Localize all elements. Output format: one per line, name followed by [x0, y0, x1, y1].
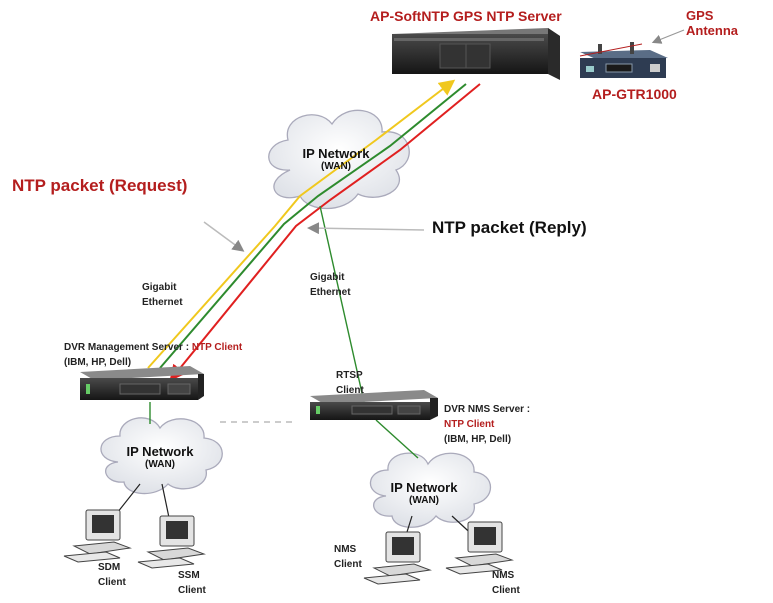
wan-left-name: IP Network: [126, 444, 194, 459]
wan-top-name: IP Network: [302, 146, 370, 161]
gigabit-left-line2: Ethernet: [142, 297, 183, 308]
receiver-label: AP-GTR1000: [592, 86, 677, 102]
wan-left-label: IP Network (WAN): [104, 444, 216, 470]
sdm-client-computer-icon: [63, 509, 132, 563]
ntp-flow-yellow: [147, 79, 456, 369]
ntp-flow-red: [169, 83, 481, 382]
ssm-client-computer-icon: [137, 515, 206, 569]
sdm-line2: Client: [98, 577, 126, 588]
request-pointer: [203, 221, 245, 252]
wan-left-cloud-icon: [100, 417, 223, 495]
nms-right-line2: Client: [492, 585, 520, 596]
gps-antenna-line2: Antenna: [686, 23, 738, 38]
dvr-management-server-icon: [80, 366, 204, 400]
wan-right-name: IP Network: [390, 480, 458, 495]
nms-right-line1: NMS: [492, 570, 515, 581]
nms-client-right-label: NMS Client: [492, 568, 520, 598]
dvr-mgmt-prefix: DVR Management Server :: [64, 342, 192, 353]
link-nms-to-right-cloud: [375, 419, 419, 459]
wan-top-sub: (WAN): [321, 161, 351, 172]
dvr-mgmt-role: NTP Client: [191, 342, 243, 353]
dvr-nms-server-icon: [310, 390, 438, 420]
gps-ntp-server-icon: [392, 28, 560, 80]
gps-receiver-icon: [579, 42, 668, 78]
ntp-reply-label: NTP packet (Reply): [432, 218, 587, 237]
gigabit-left-label: Gigabit Ethernet: [142, 280, 183, 310]
rtsp-label: RTSP Client: [336, 368, 364, 398]
gigabit-right-line2: Ethernet: [310, 287, 351, 298]
wan-right-sub: (WAN): [409, 495, 439, 506]
nms-left-line2: Client: [334, 559, 362, 570]
wan-top-label: IP Network (WAN): [280, 146, 392, 172]
nms-client-left-label: NMS Client: [334, 542, 362, 572]
ssm-line2: Client: [178, 585, 206, 596]
nms-client-right-computer-icon: [445, 521, 514, 575]
ntp-flow-green: [159, 83, 467, 369]
server-title: AP-SoftNTP GPS NTP Server: [370, 8, 562, 24]
ntp-request-label: NTP packet (Request): [12, 176, 188, 195]
link-top-cloud-to-nms: [319, 205, 365, 403]
wan-right-cloud-icon: [369, 452, 491, 528]
nms-left-line1: NMS: [334, 544, 357, 555]
wan-left-sub: (WAN): [145, 459, 175, 470]
nms-client-left-computer-icon: [363, 531, 432, 585]
dvr-nms-label: DVR NMS Server : NTP Client (IBM, HP, De…: [444, 402, 530, 447]
gigabit-right-line1: Gigabit: [310, 272, 345, 283]
dvr-mgmt-label: DVR Management Server : NTP Client (IBM,…: [64, 340, 242, 370]
gps-antenna-line1: GPS: [686, 8, 714, 23]
dvr-mgmt-vendors: (IBM, HP, Dell): [64, 357, 132, 368]
gps-antenna-label: GPS Antenna: [686, 8, 738, 38]
ssm-line1: SSM: [178, 570, 200, 581]
gigabit-left-line1: Gigabit: [142, 282, 177, 293]
sdm-line1: SDM: [98, 562, 121, 573]
antenna-pointer: [651, 29, 685, 44]
reply-pointer: [307, 222, 425, 235]
wan-right-label: IP Network (WAN): [368, 480, 480, 506]
rtsp-line1: RTSP: [336, 370, 363, 381]
gigabit-right-label: Gigabit Ethernet: [310, 270, 351, 300]
rtsp-line2: Client: [336, 385, 364, 396]
ssm-client-label: SSM Client: [178, 568, 206, 598]
dvr-nms-line1: DVR NMS Server :: [444, 404, 531, 415]
dvr-nms-role: NTP Client: [444, 419, 495, 430]
sdm-client-label: SDM Client: [98, 560, 126, 590]
dvr-nms-vendors: (IBM, HP, Dell): [444, 434, 512, 445]
